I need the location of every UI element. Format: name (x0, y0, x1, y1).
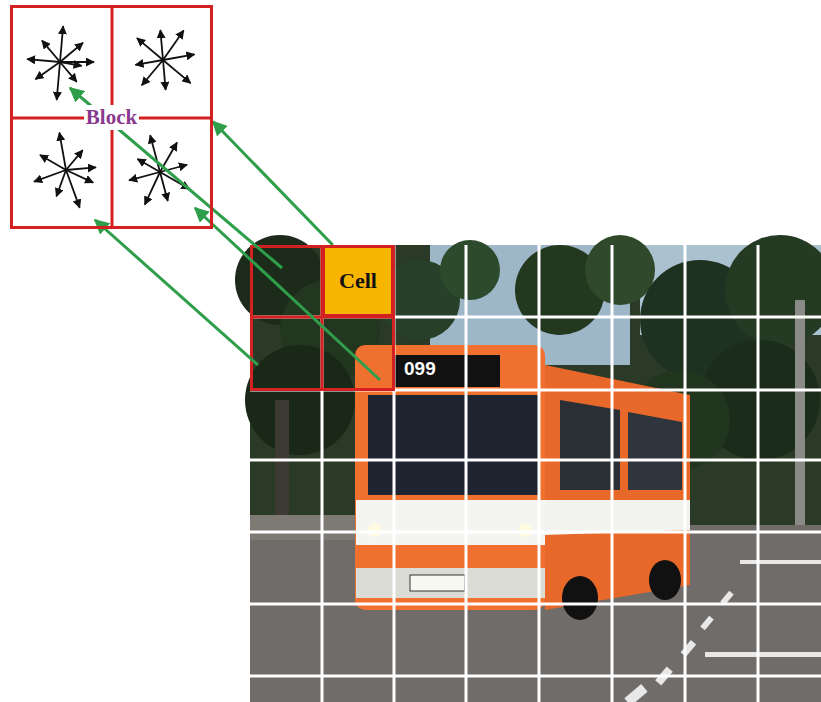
gradient-arrow (35, 62, 60, 79)
pavement (250, 515, 360, 540)
gradient-arrow (160, 30, 163, 60)
image-block-outline (251, 246, 394, 390)
gradient-arrow (60, 26, 63, 62)
gradient-arrow (66, 167, 96, 170)
gradient-arrow (129, 172, 160, 180)
gradient-arrow (60, 62, 82, 66)
gradient-arrow (66, 170, 93, 183)
gradient-arrow (163, 31, 184, 60)
gradient-arrow (142, 60, 163, 85)
cell-mapping-arrows (70, 88, 380, 380)
orientation-histograms (27, 26, 194, 207)
node-label: Cell (337, 268, 379, 294)
gradient-arrow (40, 155, 66, 170)
gradient-arrow (42, 41, 60, 62)
block-cell-lines (11, 6, 211, 227)
gradient-arrow (163, 60, 191, 83)
gradient-arrow (66, 150, 83, 170)
bus (355, 345, 690, 620)
mapping-arrow (213, 121, 333, 245)
gradient-arrow (145, 172, 160, 205)
gradient-arrow (34, 170, 66, 182)
gradient-arrow (56, 170, 66, 196)
gradient-arrow (27, 59, 60, 62)
gradient-arrow (137, 38, 163, 60)
node-label: Block (84, 105, 139, 130)
block-label: Block (10, 5, 213, 229)
cell-box: Cell (322, 245, 394, 317)
gradient-arrow (57, 62, 60, 100)
grid-lines (250, 245, 821, 702)
route-number: 099 (402, 358, 438, 380)
gradient-arrow (59, 133, 66, 170)
gradient-arrow (60, 43, 83, 62)
gradient-arrow (163, 54, 195, 60)
gradient-arrow (163, 60, 166, 90)
road-markings (624, 560, 821, 702)
